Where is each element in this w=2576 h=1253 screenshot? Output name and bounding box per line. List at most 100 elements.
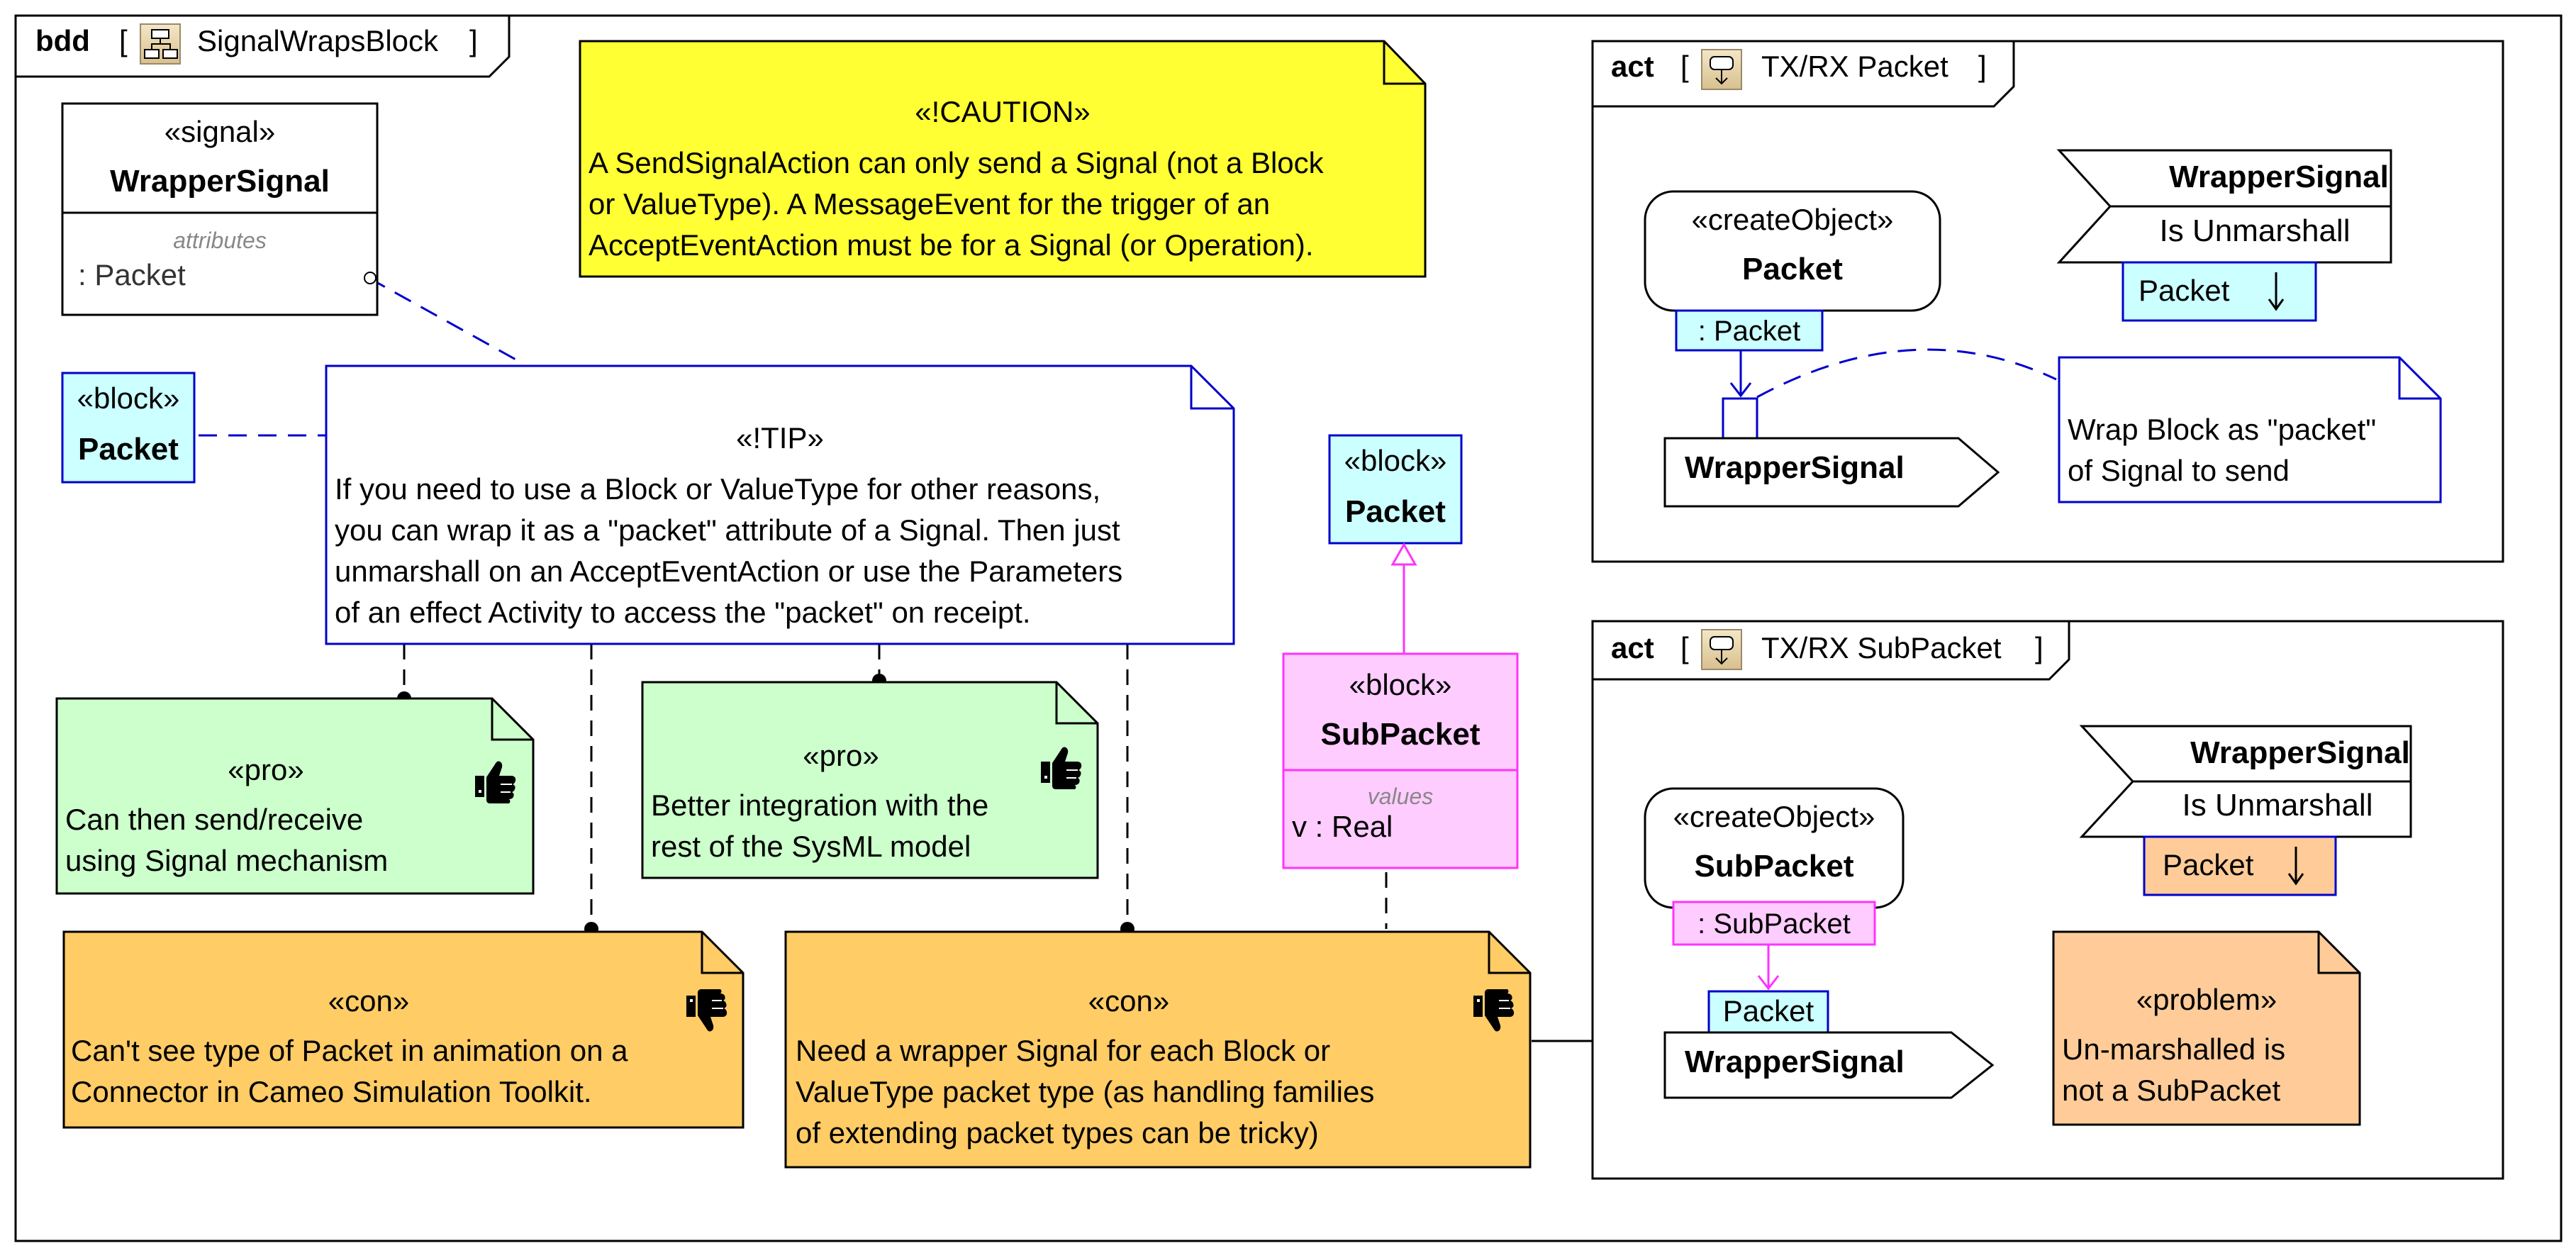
frame-name: SignalWrapsBlock [197, 24, 439, 57]
tip-line: of an effect Activity to access the "pac… [335, 596, 1031, 629]
create-subpacket-stereotype: «createObject» [1673, 800, 1875, 833]
pro-note-2[interactable]: «pro» Better integration with the rest o… [641, 681, 1099, 879]
con-note-2[interactable]: «con» Need a wrapper Signal for each Blo… [784, 930, 1532, 1169]
act-packet-name: TX/RX Packet [1761, 50, 1948, 83]
create-object-packet-action[interactable]: «createObject» Packet [1644, 190, 1941, 312]
create-packet-output-pin[interactable]: : Packet [1675, 309, 1824, 352]
problem-stereotype: «problem» [2136, 983, 2277, 1016]
packet-left-name: Packet [78, 432, 179, 467]
caution-line: AcceptEventAction must be for a Signal (… [589, 228, 1314, 262]
problem-note[interactable]: «problem» Un-marshalled is not a SubPack… [2052, 930, 2361, 1126]
subpacket-block[interactable]: «block» SubPacket values v : Real [1282, 652, 1519, 869]
accept-packet-signal: WrapperSignal [2169, 160, 2389, 194]
pro-1-stereotype: «pro» [228, 753, 303, 786]
con-note-1[interactable]: «con» Can't see type of Packet in animat… [62, 930, 745, 1129]
accept-subpacket-pin-label: Packet [2163, 848, 2254, 881]
generalization-arrow [1390, 542, 1417, 654]
caution-stereotype: «!CAUTION» [915, 95, 1090, 128]
con-2-line: of extending packet types can be tricky) [796, 1116, 1319, 1149]
send-input-pin[interactable] [1722, 397, 1758, 440]
packet-block-right[interactable]: «block» Packet [1328, 434, 1463, 545]
create-object-subpacket-action[interactable]: «createObject» SubPacket [1644, 787, 1905, 909]
arrow-down-icon [2268, 272, 2285, 311]
con-2-stereotype: «con» [1088, 984, 1169, 1018]
create-packet-stereotype: «createObject» [1692, 203, 1894, 236]
pro-1-line: using Signal mechanism [65, 844, 388, 877]
act-packet-bracket-close: ] [1978, 50, 1987, 83]
create-subpacket-pin-label: : SubPacket [1697, 908, 1851, 940]
activity-diagram-icon [1701, 629, 1742, 670]
send-packet-label: WrapperSignal [1685, 450, 1905, 485]
create-packet-pin-label: : Packet [1698, 316, 1801, 347]
signal-compartment-label: attributes [173, 228, 267, 253]
con-1-line: Connector in Cameo Simulation Toolkit. [71, 1075, 592, 1108]
tip-stereotype: «!TIP» [736, 421, 824, 455]
tip-line: If you need to use a Block or ValueType … [335, 472, 1100, 506]
arrow-down-icon [2287, 847, 2304, 886]
packet-left-stereotype: «block» [77, 382, 180, 415]
pro-2-stereotype: «pro» [803, 739, 879, 772]
tip-note[interactable]: «!TIP» If you need to use a Block or Val… [325, 364, 1235, 645]
send-subpacket-input-pin[interactable]: Packet [1707, 990, 1829, 1034]
problem-line: not a SubPacket [2062, 1074, 2281, 1107]
object-flow-arrow [1729, 350, 1752, 398]
subpacket-stereotype: «block» [1349, 668, 1452, 701]
tip-line: you can wrap it as a "packet" attribute … [335, 513, 1120, 547]
send-signal-action-subpacket[interactable]: WrapperSignal [1663, 1031, 1995, 1099]
pro-note-1[interactable]: «pro» Can then send/receive using Signal… [55, 697, 535, 895]
pro-2-line: rest of the SysML model [651, 830, 971, 863]
packet-right-name: Packet [1345, 494, 1446, 529]
wrap-note-line: of Signal to send [2068, 454, 2290, 487]
signal-block[interactable]: «signal» WrapperSignal attributes : Pack… [61, 102, 379, 316]
subpacket-name: SubPacket [1321, 717, 1481, 752]
pro-2-line: Better integration with the [651, 789, 988, 822]
create-subpacket-output-pin[interactable]: : SubPacket [1672, 901, 1876, 946]
act-packet-bracket-open: [ [1680, 50, 1689, 83]
subpacket-compartment-label: values [1368, 784, 1434, 809]
signal-stereotype: «signal» [165, 115, 275, 148]
problem-line: Un-marshalled is [2062, 1032, 2285, 1066]
packet-right-stereotype: «block» [1344, 444, 1447, 477]
con-1-stereotype: «con» [328, 984, 409, 1018]
accept-packet-mode: Is Unmarshall [2160, 213, 2351, 248]
act-subpacket-bracket-close: ] [2035, 631, 2043, 664]
con-1-line: Can't see type of Packet in animation on… [71, 1034, 628, 1067]
accept-event-action-subpacket[interactable]: WrapperSignal Is Unmarshall [2079, 725, 2412, 838]
packet-block-left[interactable]: «block» Packet [61, 372, 196, 484]
tip-line: unmarshall on an AcceptEventAction or us… [335, 555, 1122, 588]
frame-bracket-open: [ [119, 24, 128, 57]
create-packet-name: Packet [1742, 252, 1843, 286]
wrap-note-anchor [1756, 348, 2057, 399]
accept-subpacket-output-pin[interactable]: Packet [2143, 835, 2337, 896]
act-subpacket-kind: act [1611, 631, 1654, 664]
object-flow-arrow [1757, 945, 1780, 991]
act-packet-kind: act [1611, 50, 1654, 83]
frame-kind: bdd [35, 24, 90, 57]
pro-1-line: Can then send/receive [65, 803, 363, 836]
bdd-diagram-icon [140, 23, 181, 65]
accept-packet-pin-label: Packet [2139, 274, 2230, 307]
caution-line: A SendSignalAction can only send a Signa… [589, 146, 1325, 179]
accept-packet-output-pin[interactable]: Packet [2121, 261, 2317, 322]
accept-subpacket-mode: Is Unmarshall [2182, 788, 2373, 823]
frame-bracket-close: ] [469, 24, 478, 57]
tip-anchor-attribute [368, 277, 525, 366]
subpacket-attribute[interactable]: v : Real [1292, 810, 1393, 843]
activity-diagram-icon [1701, 49, 1742, 90]
attribute-port-icon [364, 272, 377, 284]
signal-name: WrapperSignal [110, 164, 330, 199]
send-subpacket-pin-label: Packet [1723, 994, 1814, 1028]
send-signal-action-packet[interactable]: WrapperSignal [1663, 437, 2000, 508]
send-subpacket-label: WrapperSignal [1685, 1045, 1905, 1079]
accept-event-action-packet[interactable]: WrapperSignal Is Unmarshall [2056, 149, 2392, 264]
act-subpacket-name: TX/RX SubPacket [1761, 631, 2002, 664]
signal-attribute[interactable]: : Packet [78, 258, 186, 291]
bdd-frame [14, 14, 2563, 1242]
caution-line: or ValueType). A MessageEvent for the tr… [589, 187, 1270, 221]
act-subpacket-bracket-open: [ [1680, 631, 1689, 664]
wrap-note[interactable]: Wrap Block as "packet" of Signal to send [2058, 356, 2442, 503]
create-subpacket-name: SubPacket [1695, 849, 1854, 884]
caution-note[interactable]: «!CAUTION» A SendSignalAction can only s… [579, 40, 1427, 278]
wrap-note-line: Wrap Block as "packet" [2068, 413, 2376, 446]
